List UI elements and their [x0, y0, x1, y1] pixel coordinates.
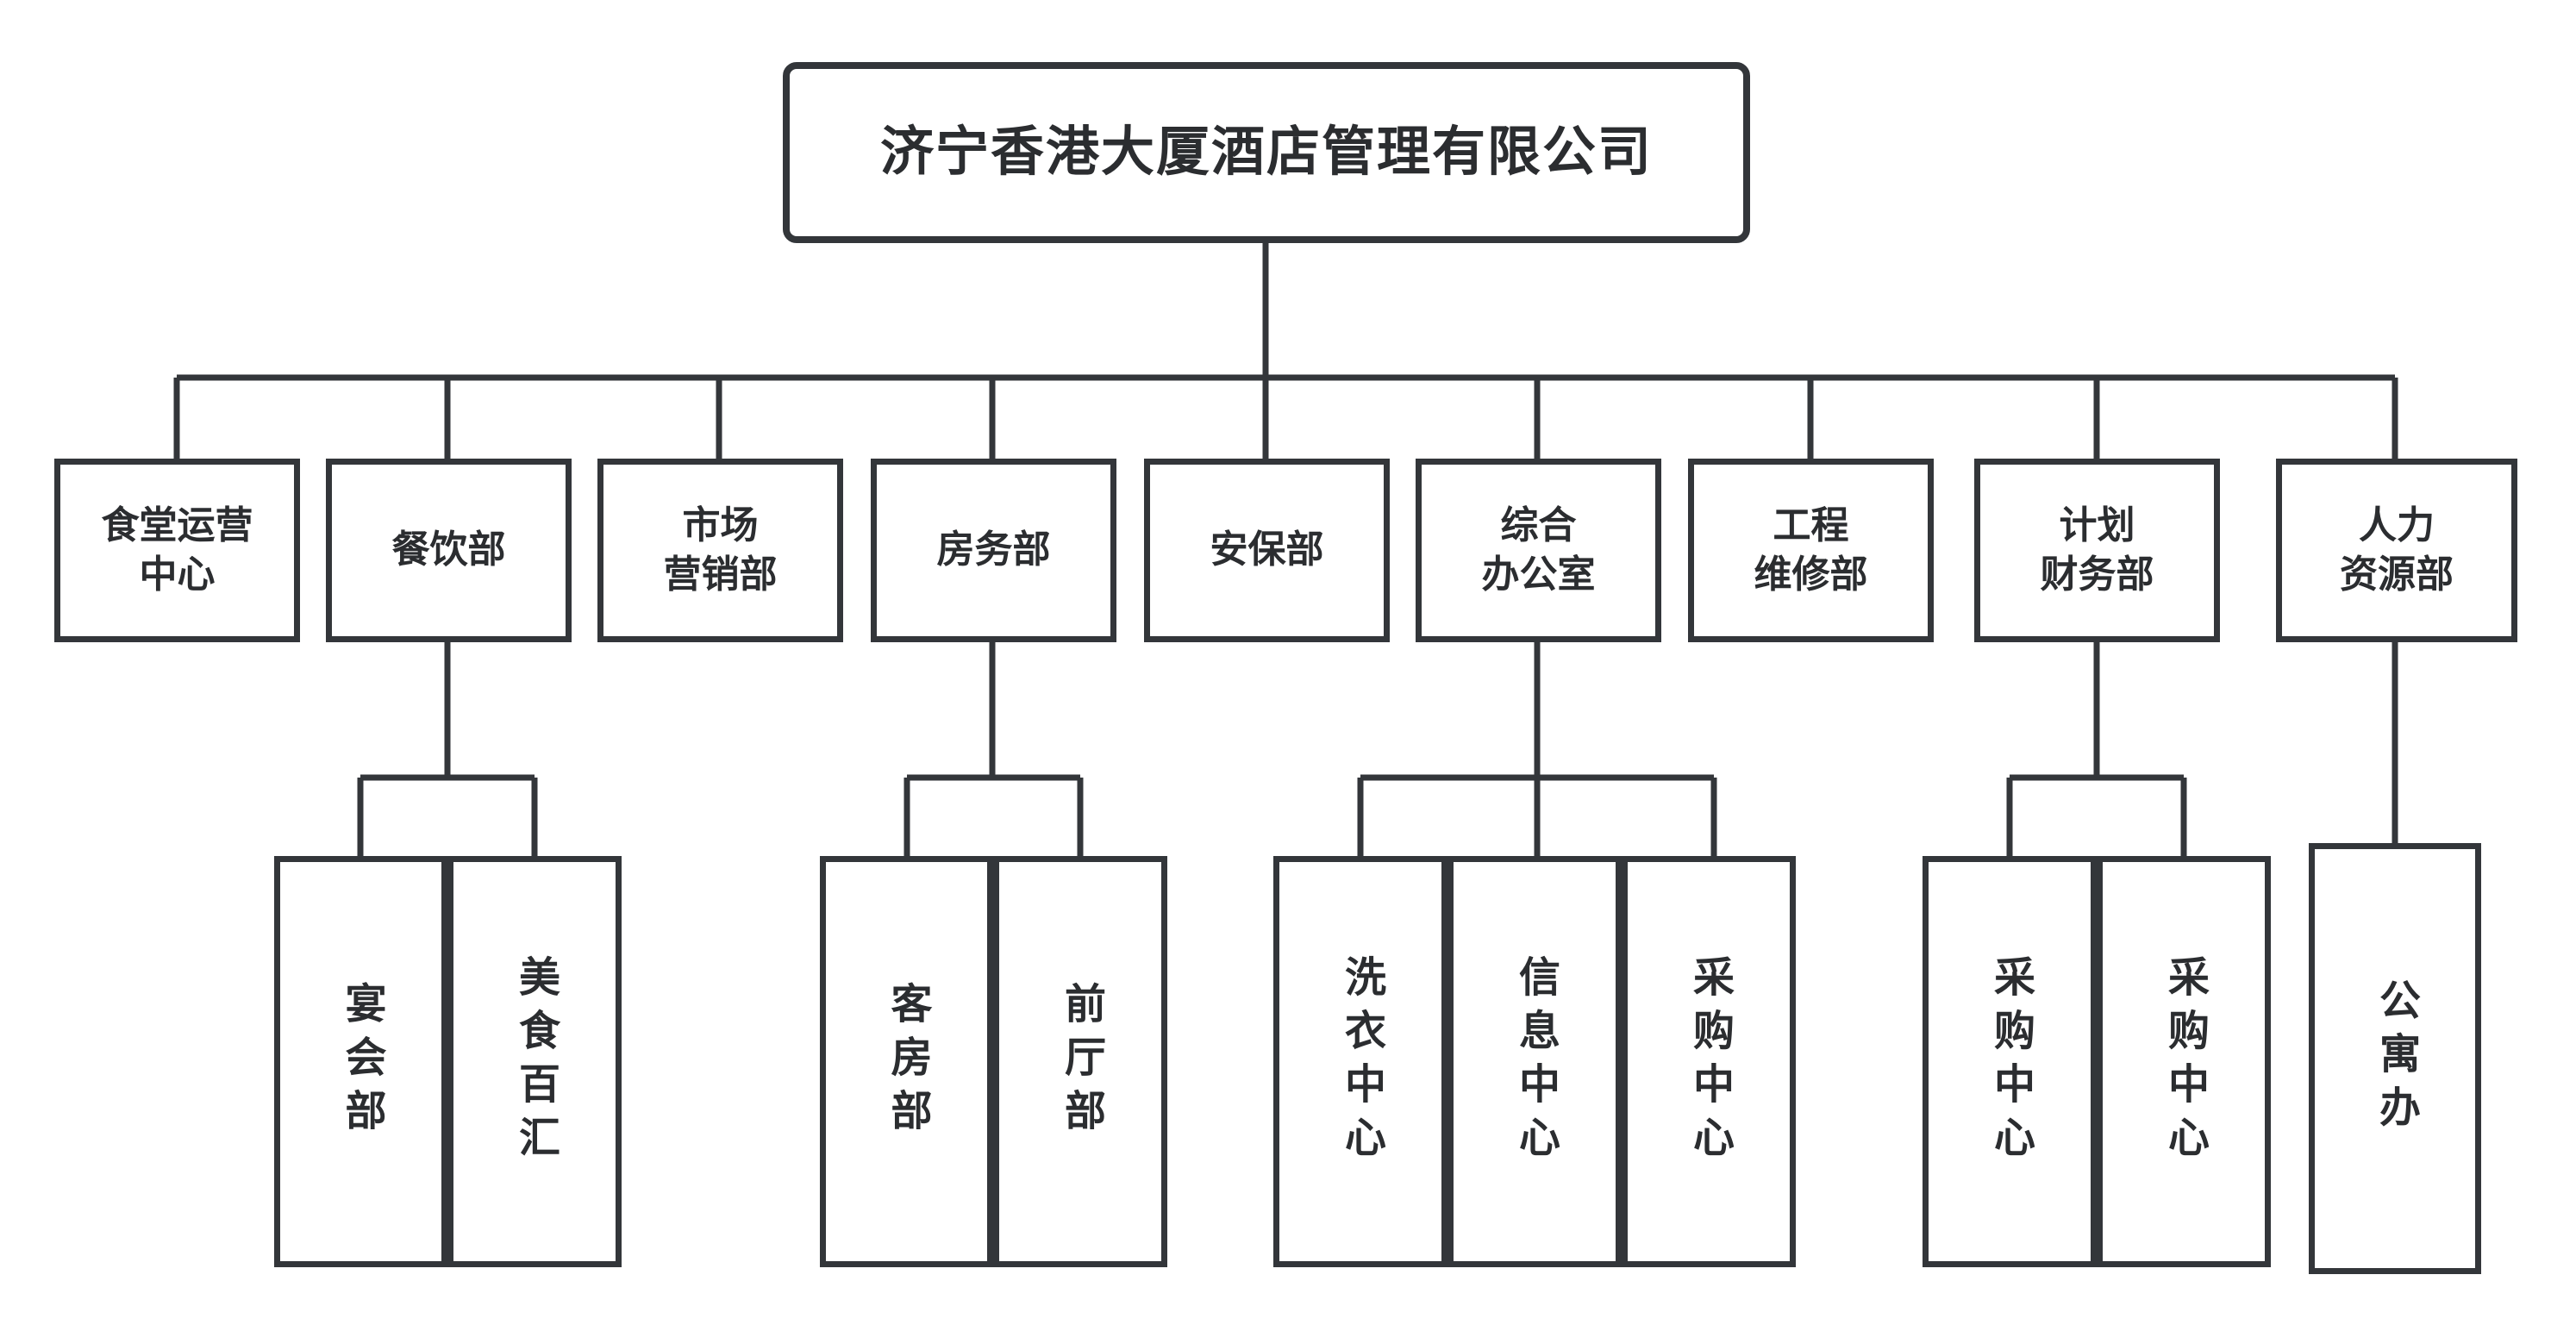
org-node-dept-planning-finance[interactable]: 计划 财务部: [1974, 459, 2220, 642]
org-node-unit-label: 采购中心: [2161, 954, 2207, 1169]
org-node-dept-label: 工程 维修部: [1754, 504, 1868, 596]
org-node-unit-apartment-office[interactable]: 公寓办: [2309, 843, 2481, 1274]
org-node-dept-label: 房务部: [936, 528, 1051, 572]
org-node-unit-procurement-center-office[interactable]: 采购中心: [1622, 856, 1796, 1267]
org-node-unit-label: 美食百汇: [512, 954, 558, 1169]
org-node-root[interactable]: 济宁香港大厦酒店管理有限公司: [783, 62, 1750, 243]
org-node-root-label: 济宁香港大厦酒店管理有限公司: [879, 122, 1653, 183]
org-node-unit-label: 信息中心: [1512, 954, 1558, 1169]
org-node-dept-food-and-beverage[interactable]: 餐饮部: [326, 459, 572, 642]
org-node-dept-label: 餐饮部: [391, 528, 506, 572]
org-node-unit-procurement-center-finance-a[interactable]: 采购中心: [1923, 856, 2097, 1267]
org-node-unit-front-office[interactable]: 前厅部: [993, 856, 1167, 1267]
org-node-dept-label: 安保部: [1210, 528, 1324, 572]
org-node-unit-label: 采购中心: [1686, 954, 1732, 1169]
org-node-dept-rooms-division[interactable]: 房务部: [871, 459, 1116, 642]
org-node-unit-procurement-center-finance-b[interactable]: 采购中心: [2097, 856, 2271, 1267]
org-node-dept-label: 综合 办公室: [1481, 504, 1596, 596]
org-node-dept-label: 食堂运营 中心: [101, 504, 253, 596]
org-node-unit-label: 前厅部: [1058, 981, 1104, 1142]
org-node-unit-food-bazaar[interactable]: 美食百汇: [447, 856, 622, 1267]
org-node-unit-label: 洗衣中心: [1338, 954, 1384, 1169]
org-node-dept-marketing[interactable]: 市场 营销部: [597, 459, 843, 642]
org-node-dept-security[interactable]: 安保部: [1144, 459, 1390, 642]
org-node-unit-banquet[interactable]: 宴会部: [274, 856, 447, 1267]
org-node-dept-human-resources[interactable]: 人力 资源部: [2276, 459, 2517, 642]
org-node-unit-guest-rooms[interactable]: 客房部: [820, 856, 993, 1267]
org-node-dept-general-office[interactable]: 综合 办公室: [1416, 459, 1661, 642]
org-node-dept-canteen-operations-center[interactable]: 食堂运营 中心: [54, 459, 300, 642]
org-node-dept-engineering-maintenance[interactable]: 工程 维修部: [1688, 459, 1934, 642]
org-node-unit-information-center[interactable]: 信息中心: [1447, 856, 1622, 1267]
org-node-unit-label: 客房部: [884, 981, 930, 1142]
org-node-unit-label: 公寓办: [2373, 978, 2418, 1139]
org-node-dept-label: 市场 营销部: [663, 504, 778, 596]
org-node-dept-label: 人力 资源部: [2340, 504, 2454, 596]
org-node-unit-label: 宴会部: [338, 981, 385, 1142]
org-node-unit-laundry-center[interactable]: 洗衣中心: [1273, 856, 1447, 1267]
org-node-dept-label: 计划 财务部: [2040, 504, 2154, 596]
org-node-unit-label: 采购中心: [1987, 954, 2033, 1169]
